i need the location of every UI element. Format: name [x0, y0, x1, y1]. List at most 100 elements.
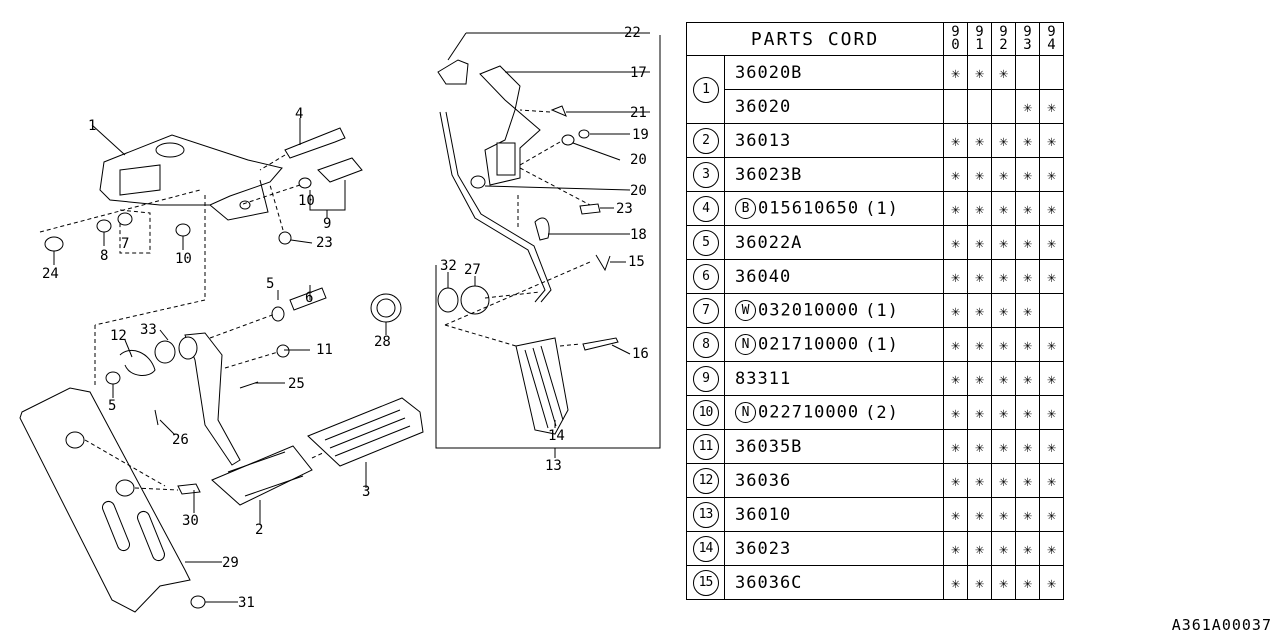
year-applicability-mark: ✳ [991, 259, 1016, 294]
ref-number-cell: 2 [686, 123, 725, 158]
ref-number-cell: 11 [686, 429, 725, 464]
year-applicability-mark: ✳ [1015, 497, 1040, 532]
year-applicability-mark: ✳ [967, 157, 992, 192]
year-applicability-mark: ✳ [991, 497, 1016, 532]
callout-label: 2 [255, 522, 263, 538]
callout-label: 31 [238, 595, 255, 611]
year-applicability-mark [943, 89, 968, 124]
part-code: 022710000 [758, 402, 860, 423]
ref-number: 7 [692, 297, 719, 324]
part-prefix-badge: N [735, 334, 756, 355]
year-applicability-mark: ✳ [1039, 89, 1064, 124]
year-applicability-mark: ✳ [943, 55, 968, 90]
year-applicability-mark: ✳ [1015, 463, 1040, 498]
year-applicability-mark [1015, 55, 1040, 90]
part-code-cell: 36010 [724, 497, 944, 532]
floor-plate-part [19, 387, 206, 613]
year-applicability-mark: ✳ [967, 55, 992, 90]
nut-24-part [44, 236, 64, 265]
part-prefix-badge: W [735, 300, 756, 321]
callout-label: 16 [632, 346, 649, 362]
part-code-cell: 36013 [724, 123, 944, 158]
part-code: 36040 [735, 266, 792, 287]
pedal-cover-part [307, 397, 424, 467]
part-code: 36023 [735, 538, 792, 559]
year-applicability-mark: ✳ [1039, 361, 1064, 396]
year-applicability-mark: ✳ [991, 361, 1016, 396]
grommet-part [370, 293, 402, 335]
callout-label: 3 [362, 484, 370, 500]
year-applicability-mark: ✳ [1039, 463, 1064, 498]
ref-number-cell: 14 [686, 531, 725, 566]
ref-number-cell: 9 [686, 361, 725, 396]
ref-number: 1 [692, 76, 719, 103]
callout-label: 25 [288, 376, 305, 392]
ref-number: 12 [692, 467, 719, 494]
part-code: 015610650 [758, 198, 860, 219]
part-code: 36013 [735, 130, 792, 151]
year-applicability-mark: ✳ [967, 497, 992, 532]
year-applicability-mark: ✳ [967, 531, 992, 566]
part-quantity: (1) [865, 334, 899, 355]
switch-part [298, 157, 363, 218]
part-code-cell: 36022A [724, 225, 944, 260]
bolt-23-part [269, 184, 313, 245]
part-code-cell: 36036C [724, 565, 944, 600]
year-applicability-mark: ✳ [967, 259, 992, 294]
callout-label: 5 [266, 276, 274, 292]
year-applicability-mark: ✳ [1015, 191, 1040, 226]
ref-number: 4 [692, 195, 719, 222]
part-code: 032010000 [758, 300, 860, 321]
pedal-bracket-part [91, 124, 283, 221]
part-prefix-badge: N [735, 402, 756, 423]
part-code-cell: 36040 [724, 259, 944, 294]
callout-label: 18 [630, 227, 647, 243]
year-applicability-mark: ✳ [1015, 565, 1040, 600]
year-applicability-mark: ✳ [1015, 89, 1040, 124]
year-applicability-mark [1039, 55, 1064, 90]
part-code: 36036 [735, 470, 792, 491]
year-applicability-mark: ✳ [967, 123, 992, 158]
part-prefix-badge: B [735, 198, 756, 219]
year-applicability-mark: ✳ [1039, 565, 1064, 600]
year-applicability-mark: ✳ [1039, 395, 1064, 430]
year-applicability-mark: ✳ [943, 361, 968, 396]
year-applicability-mark: ✳ [991, 123, 1016, 158]
year-applicability-mark: ✳ [1015, 293, 1040, 328]
part-code: 36036C [735, 572, 803, 593]
ref-number-cell: 12 [686, 463, 725, 498]
year-applicability-mark: ✳ [1039, 429, 1064, 464]
year-applicability-mark: ✳ [943, 531, 968, 566]
year-applicability-mark: ✳ [991, 191, 1016, 226]
year-applicability-mark: ✳ [943, 497, 968, 532]
part-code: 36023B [735, 164, 803, 185]
table-title: PARTS CORD [686, 22, 944, 56]
callout-label: 10 [175, 251, 192, 267]
year-applicability-mark: ✳ [1039, 327, 1064, 362]
ref-number-cell: 13 [686, 497, 725, 532]
year-applicability-mark: ✳ [1015, 531, 1040, 566]
ref-number: 11 [692, 433, 719, 460]
year-applicability-mark: ✳ [967, 225, 992, 260]
callout-label: 26 [172, 432, 189, 448]
part-code: 36022A [735, 232, 803, 253]
year-applicability-mark [991, 89, 1016, 124]
ref-number: 9 [692, 365, 719, 392]
year-applicability-mark [967, 89, 992, 124]
year-applicability-mark: ✳ [943, 429, 968, 464]
callout-label: 20 [630, 183, 647, 199]
year-applicability-mark: ✳ [967, 565, 992, 600]
year-applicability-mark: ✳ [967, 327, 992, 362]
year-applicability-mark: ✳ [943, 225, 968, 260]
ref-number-cell: 15 [686, 565, 725, 600]
year-applicability-mark: ✳ [967, 463, 992, 498]
ref-number-cell: 8 [686, 327, 725, 362]
callout-label: 7 [121, 236, 129, 252]
